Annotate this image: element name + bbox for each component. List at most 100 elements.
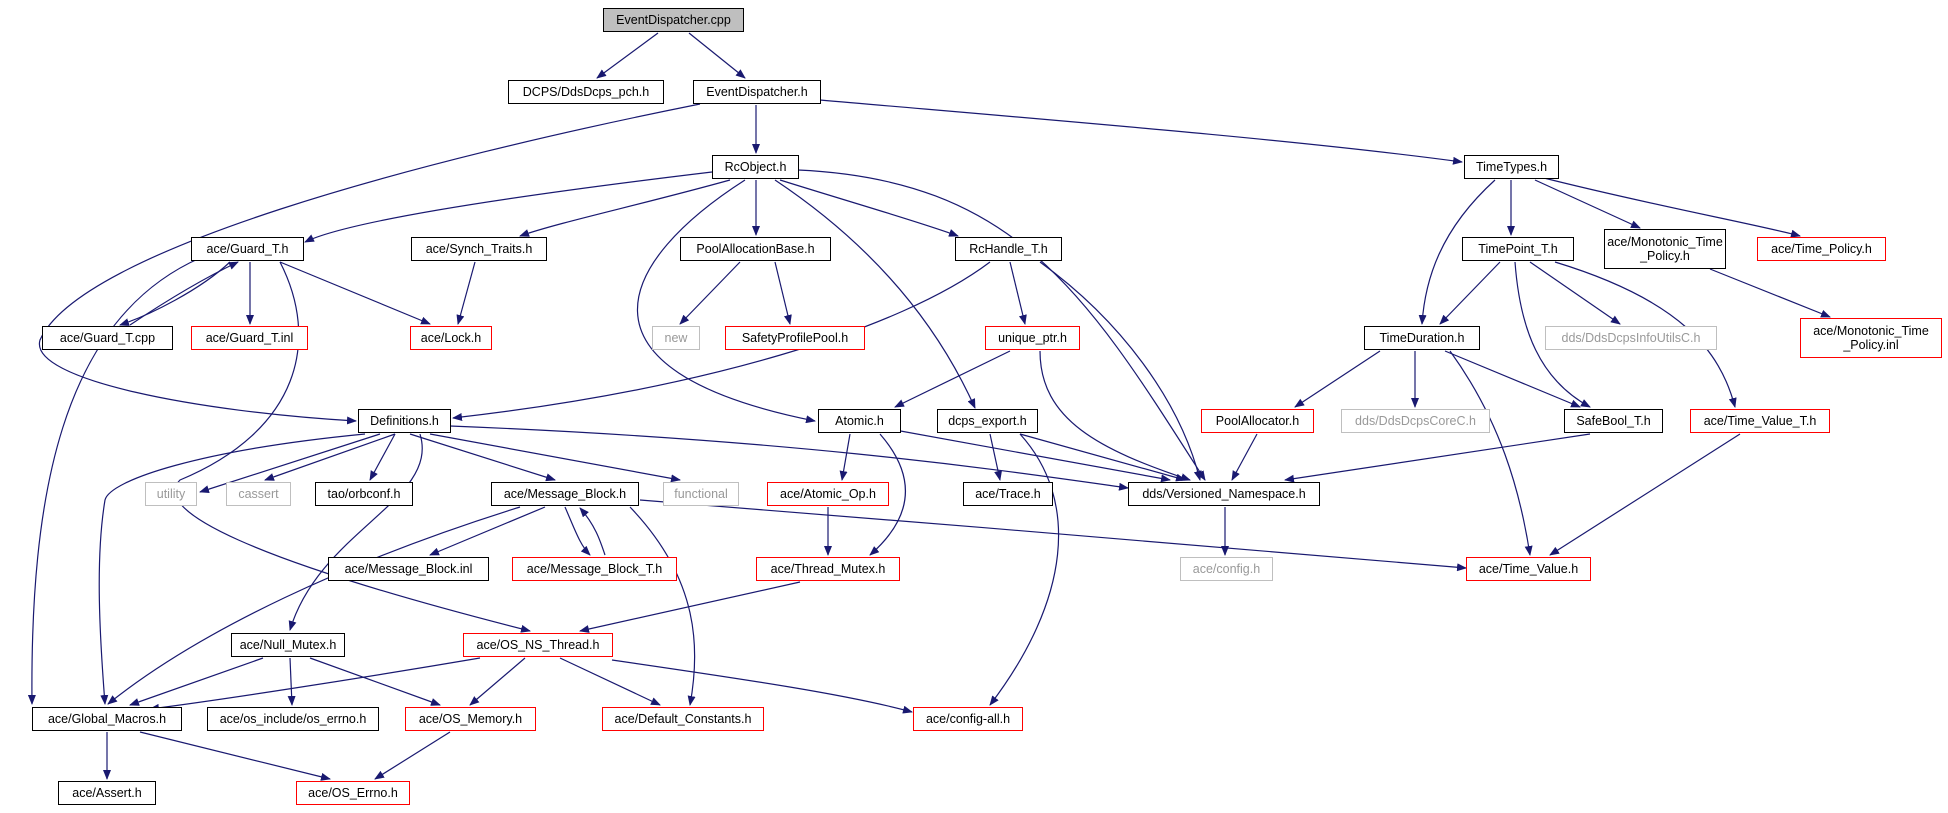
node-config-h: ace/config.h — [1180, 557, 1273, 581]
node-rc-object-h[interactable]: RcObject.h — [712, 155, 799, 179]
edge-message-block-t-to-message-block — [579, 507, 606, 556]
node-safety-profile-pool-h[interactable]: SafetyProfilePool.h — [725, 326, 865, 350]
edge-os-ns-thread-to-default-constants — [559, 657, 661, 706]
edge-rc-object-to-dcps-export — [774, 179, 976, 409]
node-time-policy-h[interactable]: ace/Time_Policy.h — [1757, 237, 1886, 261]
edge-atomic-to-thread-mutex — [869, 433, 906, 556]
edge-rc-handle-to-unique-ptr — [1009, 261, 1027, 325]
edge-definitions-to-message-block — [409, 433, 556, 482]
node-dcps-ddsdcps-pch-h[interactable]: DCPS/DdsDcps_pch.h — [508, 80, 664, 104]
edge-time-types-to-monotonic-policy — [1534, 179, 1641, 229]
node-unique-ptr-h[interactable]: unique_ptr.h — [985, 326, 1080, 350]
edge-time-point-to-safe-bool — [1514, 261, 1591, 408]
edge-time-value-t-to-time-value — [1549, 433, 1741, 556]
node-monotonic-time-policy-h[interactable]: ace/Monotonic_Time _Policy.h — [1604, 229, 1726, 269]
edge-rc-object-to-guard-t — [304, 171, 713, 243]
node-definitions-h[interactable]: Definitions.h — [358, 409, 451, 433]
node-tao-orbconf-h[interactable]: tao/orbconf.h — [315, 482, 413, 506]
node-cassert: cassert — [226, 482, 291, 506]
edge-message-block-to-inl — [429, 506, 546, 556]
node-pool-allocation-base-h[interactable]: PoolAllocationBase.h — [680, 237, 831, 261]
edge-os-memory-to-os-errno-cap — [374, 731, 451, 780]
node-os-memory-h[interactable]: ace/OS_Memory.h — [405, 707, 536, 731]
edge-definitions-to-functional — [429, 433, 681, 483]
node-dds-dcps-info-utils-c-h: dds/DdsDcpsInfoUtilsC.h — [1545, 326, 1717, 350]
edge-safe-bool-to-versioned-namespace — [1284, 433, 1591, 483]
edge-global-macros-to-os-errno-cap — [139, 731, 331, 781]
edge-unique-ptr-to-versioned-namespace — [1039, 350, 1191, 481]
node-guard-t-cpp[interactable]: ace/Guard_T.cpp — [42, 326, 173, 350]
node-thread-mutex-h[interactable]: ace/Thread_Mutex.h — [756, 557, 900, 581]
node-monotonic-time-policy-inl[interactable]: ace/Monotonic_Time _Policy.inl — [1800, 318, 1942, 358]
node-time-types-h[interactable]: TimeTypes.h — [1464, 155, 1559, 179]
edge-time-point-to-time-duration — [1439, 261, 1501, 325]
node-trace-h[interactable]: ace/Trace.h — [963, 482, 1053, 506]
node-null-mutex-h[interactable]: ace/Null_Mutex.h — [231, 633, 345, 657]
edge-event-dispatcher-h-to-time-types — [819, 99, 1463, 165]
node-global-macros-h[interactable]: ace/Global_Macros.h — [32, 707, 182, 731]
edge-message-block-to-time-value — [639, 499, 1467, 572]
node-time-duration-h[interactable]: TimeDuration.h — [1364, 326, 1480, 350]
node-dds-dcps-core-c-h: dds/DdsDcpsCoreC.h — [1341, 409, 1490, 433]
edge-atomic-to-versioned-namespace — [894, 429, 1171, 483]
edge-event-dispatcher-cpp-to-event-dispatcher-h — [688, 32, 746, 79]
edge-time-duration-to-time-value — [1449, 350, 1533, 556]
edge-dcps-export-to-trace — [989, 433, 1002, 481]
node-default-constants-h[interactable]: ace/Default_Constants.h — [602, 707, 764, 731]
edge-monotonic-policy-to-inl — [1709, 268, 1831, 318]
node-guard-t-inl[interactable]: ace/Guard_T.inl — [191, 326, 308, 350]
edge-event-dispatcher-h-to-definitions — [38, 103, 701, 425]
edge-guard-t-cpp-to-h — [129, 261, 239, 326]
node-time-value-h[interactable]: ace/Time_Value.h — [1466, 557, 1591, 581]
edge-rc-object-to-versioned-namespace — [797, 169, 1206, 481]
edge-message-block-to-global-macros — [107, 506, 521, 705]
node-message-block-h[interactable]: ace/Message_Block.h — [491, 482, 639, 506]
node-guard-t-h[interactable]: ace/Guard_T.h — [191, 237, 304, 261]
node-safe-bool-t-h[interactable]: SafeBool_T.h — [1564, 409, 1663, 433]
node-atomic-op-h[interactable]: ace/Atomic_Op.h — [767, 482, 889, 506]
edge-rc-object-to-synch-traits — [519, 179, 731, 237]
node-versioned-namespace-h[interactable]: dds/Versioned_Namespace.h — [1128, 482, 1320, 506]
edge-os-ns-thread-to-global-macros — [149, 657, 481, 712]
node-functional: functional — [663, 482, 739, 506]
node-dcps-export-h[interactable]: dcps_export.h — [937, 409, 1038, 433]
edge-pool-allocation-base-to-new — [679, 261, 741, 325]
edge-time-types-to-time-policy — [1539, 176, 1801, 238]
edge-rc-handle-to-versioned-namespace — [1039, 261, 1202, 481]
edge-definitions-to-tao-orbconf — [369, 433, 396, 481]
edge-time-point-to-info-utils — [1529, 261, 1621, 325]
node-os-ns-thread-h[interactable]: ace/OS_NS_Thread.h — [463, 633, 613, 657]
edge-dcps-export-to-config-all — [989, 433, 1060, 706]
node-message-block-t-h[interactable]: ace/Message_Block_T.h — [512, 557, 677, 581]
node-new: new — [652, 326, 700, 350]
edge-pool-allocator-to-versioned-namespace — [1231, 433, 1258, 481]
node-time-point-t-h[interactable]: TimePoint_T.h — [1462, 237, 1574, 261]
node-lock-h[interactable]: ace/Lock.h — [410, 326, 492, 350]
edge-os-ns-thread-to-os-memory — [469, 657, 526, 706]
node-rc-handle-t-h[interactable]: RcHandle_T.h — [955, 237, 1062, 261]
edge-time-types-to-time-duration — [1418, 179, 1496, 325]
edge-event-dispatcher-cpp-to-pch — [596, 32, 659, 79]
node-event-dispatcher-h[interactable]: EventDispatcher.h — [693, 80, 821, 104]
edge-time-duration-to-pool-allocator — [1294, 350, 1381, 408]
edge-dcps-export-to-versioned-namespace — [1019, 433, 1186, 482]
edge-pool-allocation-base-to-safety-profile — [774, 261, 792, 325]
edge-rc-object-to-rc-handle — [779, 179, 959, 237]
node-event-dispatcher-cpp[interactable]: EventDispatcher.cpp — [603, 8, 744, 32]
node-config-all-h[interactable]: ace/config-all.h — [913, 707, 1023, 731]
edge-rc-object-to-atomic — [636, 179, 816, 424]
edge-guard-t-to-lock — [279, 261, 431, 325]
edge-time-duration-to-safe-bool — [1444, 350, 1581, 408]
node-message-block-inl[interactable]: ace/Message_Block.inl — [328, 557, 489, 581]
edge-rc-handle-to-definitions — [452, 261, 991, 421]
node-pool-allocator-h[interactable]: PoolAllocator.h — [1201, 409, 1314, 433]
edge-guard-t-to-global-macros — [27, 257, 201, 705]
node-atomic-h[interactable]: Atomic.h — [818, 409, 901, 433]
node-time-value-t-h[interactable]: ace/Time_Value_T.h — [1690, 409, 1830, 433]
node-os-errno-cap-h[interactable]: ace/OS_Errno.h — [296, 781, 410, 805]
node-assert-h[interactable]: ace/Assert.h — [58, 781, 156, 805]
node-os-errno-h[interactable]: ace/os_include/os_errno.h — [207, 707, 379, 731]
edge-unique-ptr-to-atomic — [894, 350, 1011, 408]
node-synch-traits-h[interactable]: ace/Synch_Traits.h — [411, 237, 547, 261]
edge-definitions-to-versioned-namespace — [449, 425, 1129, 491]
